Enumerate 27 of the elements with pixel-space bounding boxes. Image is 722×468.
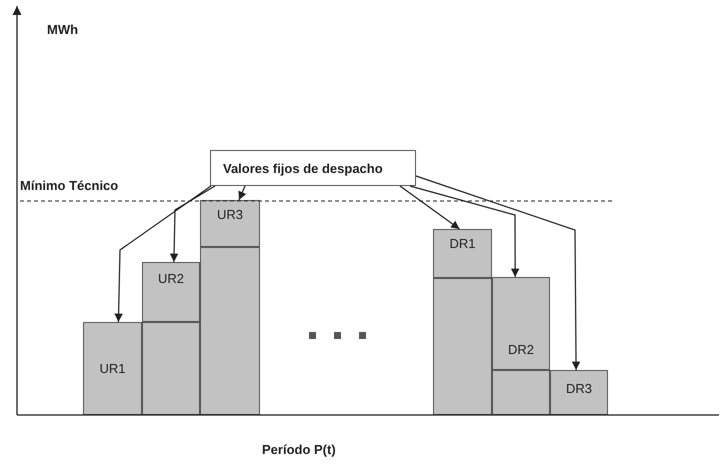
bar-segment <box>550 370 608 415</box>
arrow <box>238 186 246 200</box>
bar-segment <box>142 322 200 415</box>
bar-label: UR2 <box>156 271 185 286</box>
axis-label: Período P(t) <box>262 442 336 457</box>
axis-label: MWh <box>47 22 78 37</box>
reference-line-label: Mínimo Técnico <box>20 178 118 193</box>
bar-segment <box>142 262 200 322</box>
bar-label: DR2 <box>506 342 535 357</box>
bar-segment <box>433 229 492 278</box>
box-label: Valores fijos de despacho <box>223 160 383 176</box>
bar-segment <box>492 370 550 415</box>
arrow <box>114 186 212 322</box>
text-box <box>210 150 416 186</box>
bar-segment <box>83 322 142 415</box>
bar-segment <box>492 277 550 370</box>
arrow <box>410 185 520 277</box>
arrow <box>400 186 460 230</box>
arrow <box>170 185 216 262</box>
bar-label: DR1 <box>448 236 476 251</box>
bar-label: DR3 <box>564 381 593 396</box>
bar-segment <box>433 278 492 415</box>
arrow <box>416 175 580 370</box>
bar-label: UR1 <box>98 361 126 376</box>
bar-label: UR3 <box>216 207 244 222</box>
bar-segment <box>200 200 260 247</box>
bar-segment <box>200 247 260 415</box>
